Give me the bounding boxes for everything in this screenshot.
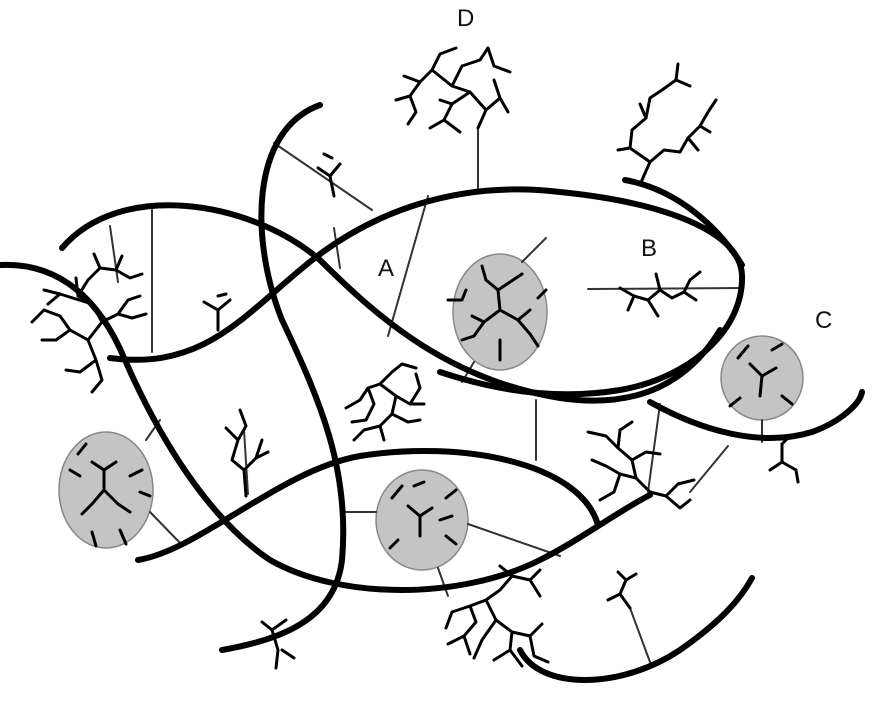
branch-y-near-c: [768, 434, 800, 484]
polymer-chain-6: [622, 177, 745, 268]
polymer-chain-3: [0, 261, 653, 593]
crosslink: [149, 511, 183, 546]
filler-particle-4: [375, 469, 469, 571]
dendrimer-d: [394, 46, 512, 134]
particle-branches-2: [728, 342, 794, 408]
crosslink: [109, 225, 119, 283]
dendrimer-center: [344, 362, 426, 442]
filler-particle-1: [452, 253, 548, 371]
branch-structures: [30, 46, 800, 670]
crosslink: [521, 237, 547, 263]
crosslink: [587, 287, 743, 290]
crosslinks: [109, 127, 763, 663]
polymer-chain-4: [107, 186, 746, 398]
branch-y-bottom: [260, 618, 296, 670]
crosslink: [689, 445, 729, 493]
polymer-chain-8: [517, 575, 755, 683]
particle-branches: [68, 264, 794, 550]
particle-branches-4: [388, 480, 458, 550]
crosslink: [333, 227, 341, 269]
crosslink: [629, 607, 651, 663]
branch-y-left-middle: [202, 292, 232, 332]
particle-branches-1: [446, 264, 548, 362]
dendrimer-bottom: [444, 564, 550, 668]
branch-y-left-lower: [224, 408, 270, 498]
crosslink: [243, 429, 249, 495]
crosslink: [437, 567, 449, 597]
dendrimer-left: [30, 252, 148, 394]
polymer-chain-5: [135, 448, 601, 563]
branch-y-bottom-right: [606, 570, 638, 610]
labels: A B C D: [378, 5, 832, 334]
branch-b: [618, 270, 702, 318]
dendrimer-right-middle: [586, 420, 696, 510]
label-c: C: [815, 307, 832, 334]
crosslink: [467, 523, 561, 557]
polymer-chain-2: [219, 102, 347, 653]
label-b: B: [641, 235, 657, 262]
polymer-chain-1: [59, 202, 723, 404]
filler-particles: [58, 253, 804, 571]
particle-branches-3: [68, 442, 152, 548]
polymer-chain-7: [647, 389, 865, 441]
branch-top-right: [616, 62, 718, 182]
label-a: A: [378, 255, 394, 282]
polymer-chains: [0, 102, 865, 683]
branch-y-top: [316, 152, 342, 198]
crosslink: [273, 142, 373, 211]
crosslink: [387, 195, 429, 337]
label-d: D: [457, 5, 474, 32]
crosslink: [647, 403, 661, 493]
